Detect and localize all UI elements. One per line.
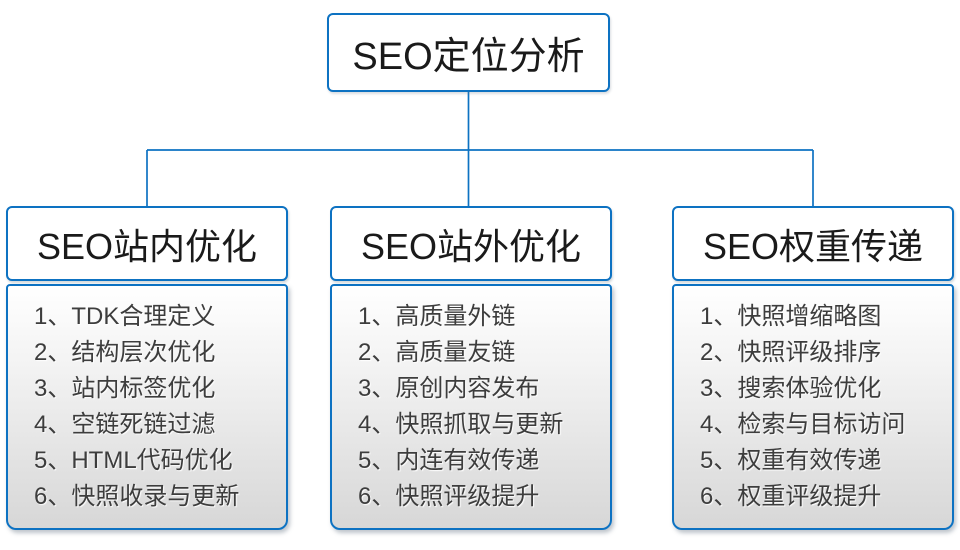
list-item: 3、搜索体验优化 <box>700 375 882 402</box>
list-item: 1、快照增缩略图 <box>700 303 882 330</box>
list-item: 4、检索与目标访问 <box>700 411 906 438</box>
list-item: 2、高质量友链 <box>358 339 516 366</box>
column-onsite-title: SEO站内优化 <box>6 206 288 281</box>
list-item: 2、结构层次优化 <box>34 339 216 366</box>
list-item: 2、快照评级排序 <box>700 339 882 366</box>
list-item: 6、权重评级提升 <box>700 483 882 510</box>
column-weight-list: 1、快照增缩略图 2、快照评级排序 3、搜索体验优化 4、检索与目标访问 5、权… <box>672 284 954 530</box>
list-item: 3、站内标签优化 <box>34 375 216 402</box>
list-item: 6、快照收录与更新 <box>34 483 240 510</box>
column-weight-title: SEO权重传递 <box>672 206 954 281</box>
list-item: 5、内连有效传递 <box>358 447 540 474</box>
root-node-title: SEO定位分析 <box>327 13 610 92</box>
list-item: 4、快照抓取与更新 <box>358 411 564 438</box>
list-item: 1、高质量外链 <box>358 303 516 330</box>
list-item: 3、原创内容发布 <box>358 375 540 402</box>
list-item: 5、HTML代码优化 <box>34 447 233 474</box>
list-item: 6、快照评级提升 <box>358 483 540 510</box>
column-offsite-title: SEO站外优化 <box>330 206 612 281</box>
list-item: 1、TDK合理定义 <box>34 303 216 330</box>
column-offsite-list: 1、高质量外链 2、高质量友链 3、原创内容发布 4、快照抓取与更新 5、内连有… <box>330 284 612 530</box>
column-onsite-list: 1、TDK合理定义 2、结构层次优化 3、站内标签优化 4、空链死链过滤 5、H… <box>6 284 288 530</box>
list-item: 4、空链死链过滤 <box>34 411 216 438</box>
list-item: 5、权重有效传递 <box>700 447 882 474</box>
